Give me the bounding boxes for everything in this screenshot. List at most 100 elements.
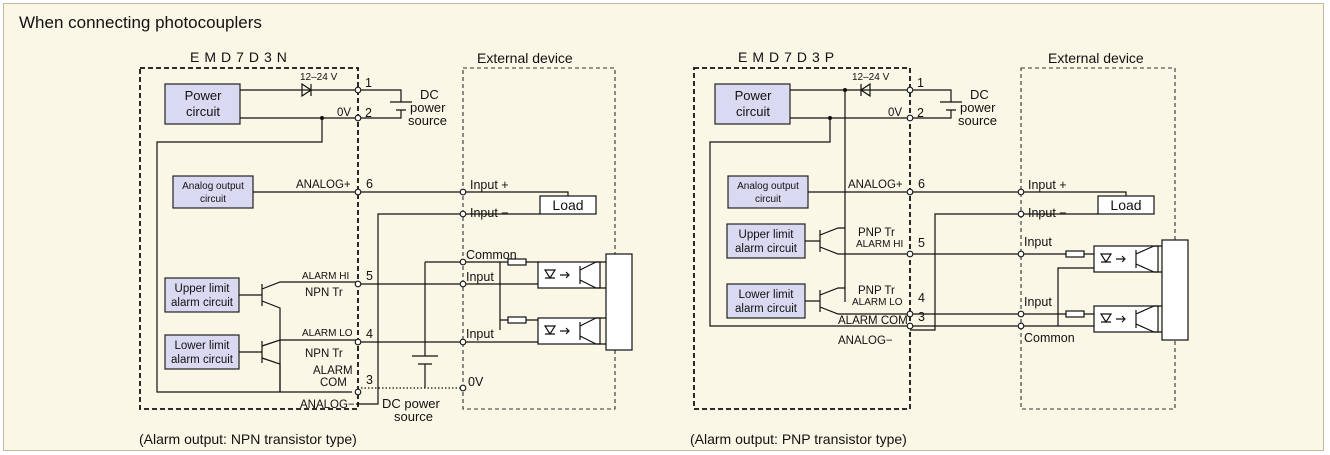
transistor-icon [239, 281, 356, 392]
alarm-hi-label: ALARM HI [856, 239, 903, 250]
analog-plus-label: ANALOG+ [848, 179, 903, 191]
alarm-com-label: ALARM COM [838, 315, 908, 327]
device-boundary [139, 67, 359, 410]
input-terminal [1017, 250, 1025, 258]
terminal-number: 6 [366, 177, 373, 191]
diode-icon [301, 82, 313, 98]
diode-icon [859, 82, 871, 98]
common-terminal [459, 258, 467, 266]
dc-source-label: source [958, 113, 997, 128]
heading: When connecting photocouplers [19, 13, 262, 32]
wire [1024, 253, 1096, 327]
terminal-4 [354, 338, 362, 346]
dc-power-source-label: source [394, 409, 433, 424]
input-label: Input [1024, 235, 1052, 249]
junction [843, 88, 847, 92]
transistor-icon [239, 339, 356, 392]
wire [466, 261, 540, 343]
power-circuit-box [714, 83, 791, 125]
common-label: Common [466, 248, 517, 262]
wire [240, 89, 356, 119]
alarm-com-label: COM [320, 377, 347, 389]
common-label: Common [1024, 331, 1075, 345]
receiver-block [1161, 239, 1189, 341]
caption: (Alarm output: NPN transistor type) [139, 431, 357, 447]
receiver-block [605, 253, 633, 351]
resistor-icon [1065, 250, 1085, 258]
lower-alarm-label: Lower limit [175, 340, 231, 352]
battery-icon [390, 101, 412, 111]
diagram-frame [3, 3, 1324, 451]
wire [466, 191, 569, 196]
terminal-number: 1 [917, 76, 924, 90]
terminal-number: 5 [366, 269, 373, 283]
external-device-label: External device [1048, 50, 1144, 66]
external-device-boundary [462, 67, 616, 410]
alarm-lo-label: ALARM LO [302, 328, 353, 339]
dc-source-label: power [960, 100, 996, 115]
terminal-3 [906, 322, 914, 330]
upper-alarm-box [164, 277, 240, 313]
npn-tr-label: NPN Tr [305, 287, 343, 299]
voltage-range-label: 12–24 V [300, 72, 338, 83]
wire [156, 118, 352, 393]
terminal-1 [354, 86, 362, 94]
upper-alarm-label: alarm circuit [171, 297, 234, 309]
load-box [539, 195, 597, 215]
power-circuit-label: circuit [736, 104, 770, 119]
ground-label: 0V [468, 375, 484, 389]
battery-icon [940, 101, 962, 111]
photocoupler-led-icon [1099, 245, 1155, 273]
terminal-number: 3 [366, 373, 373, 387]
terminal-2 [906, 114, 914, 122]
upper-alarm-box [726, 223, 806, 259]
wire [913, 89, 952, 119]
common-terminal [1017, 322, 1025, 330]
external-device-label: External device [477, 50, 573, 66]
lower-alarm-label: Lower limit [739, 289, 795, 301]
lower-alarm-box [164, 334, 240, 370]
terminal-1 [906, 86, 914, 94]
zero-volt-label: 0V [337, 107, 351, 119]
photocoupler-led-icon [1099, 305, 1155, 333]
external-device-boundary [1020, 67, 1176, 410]
terminal-6 [354, 188, 362, 196]
terminal-6 [906, 188, 914, 196]
power-circuit-label: circuit [186, 104, 220, 119]
analog-minus-label: ANALOG− [838, 335, 893, 347]
device-boundary [693, 67, 911, 410]
model-title: EMD7D3N [190, 49, 292, 65]
wire [790, 89, 908, 119]
npn-diagram: EMD7D3N External device Power circuit An… [139, 49, 633, 447]
dc-source-label: source [408, 113, 447, 128]
wire [596, 261, 606, 345]
terminal-number: 2 [917, 106, 924, 120]
input-plus-label: Input + [470, 178, 509, 192]
load-label: Load [552, 197, 583, 213]
terminal-5 [906, 250, 914, 258]
battery-icon [412, 355, 438, 365]
load-box [1097, 195, 1155, 215]
wire [1024, 191, 1127, 196]
analog-output-label: circuit [200, 194, 226, 205]
terminal-number: 5 [918, 236, 925, 250]
dc-source-label: power [410, 100, 446, 115]
voltage-range-label: 12–24 V [852, 72, 890, 83]
input-terminal [1017, 310, 1025, 318]
caption: (Alarm output: PNP transistor type) [690, 431, 907, 447]
analog-output-box [727, 175, 809, 209]
input-minus-terminal [459, 210, 467, 218]
alarm-com-label: ALARM [313, 365, 353, 377]
input-minus-label: Input − [1028, 206, 1067, 220]
analog-plus-label: ANALOG+ [296, 179, 351, 191]
input-plus-label: Input + [1028, 178, 1067, 192]
upper-alarm-label: Upper limit [739, 229, 795, 241]
power-circuit-label: Power [735, 88, 773, 103]
upper-alarm-label: Upper limit [175, 283, 231, 295]
input-label: Input [1024, 295, 1052, 309]
terminal-3 [354, 388, 362, 396]
terminal-number: 1 [365, 76, 372, 90]
lower-alarm-box [726, 283, 806, 319]
pnp-tr-label: PNP Tr [858, 285, 895, 297]
